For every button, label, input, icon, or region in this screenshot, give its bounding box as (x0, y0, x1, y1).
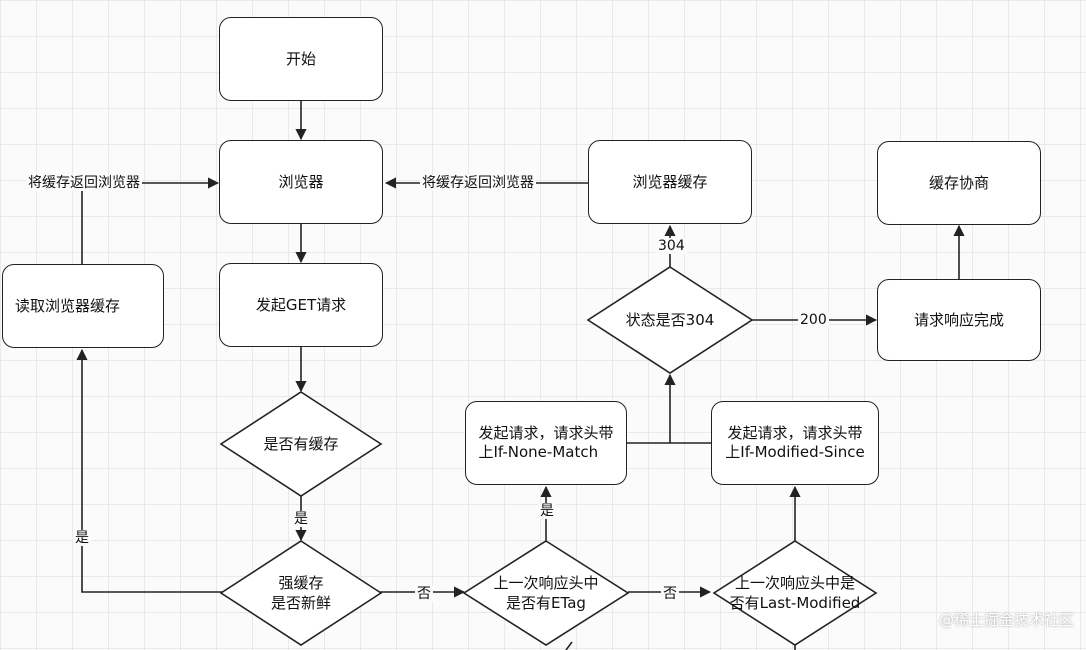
etag-line1: 上一次响应头中 (493, 574, 599, 592)
lastmod-line2: 否有Last-Modified (729, 594, 861, 612)
fresh-line2: 是否新鲜 (270, 594, 331, 612)
browser-label: 浏览器 (278, 172, 324, 191)
has-cache-diamond (219, 391, 383, 497)
req-if-modified-since-node: 发起请求，请求头带 上If-Modified-Since (711, 401, 879, 485)
has-cache-text: 是否有缓存 (221, 424, 381, 464)
status-304-label: 状态是否304 (625, 311, 715, 329)
fresh-text: 强缓存 是否新鲜 (221, 573, 381, 613)
edge-etag-bottom (565, 641, 573, 650)
negotiation-node: 缓存协商 (877, 141, 1041, 225)
lastmod-diamond (712, 540, 878, 646)
yes-fresh-label: 是 (73, 530, 91, 546)
req-if-modified-since-line2: 上If-Modified-Since (725, 443, 865, 461)
no-etag-label: 否 (661, 586, 679, 602)
status-304-diamond (586, 266, 754, 374)
return-cache-left-label: 将缓存返回浏览器 (26, 175, 142, 191)
request-done-node: 请求响应完成 (877, 279, 1041, 361)
read-cache-label: 读取浏览器缓存 (15, 296, 121, 315)
send-get-node: 发起GET请求 (219, 263, 383, 347)
req-if-none-match-line1: 发起请求，请求头带 (478, 424, 614, 442)
fresh-line1: 强缓存 (278, 574, 324, 592)
return-cache-mid-label: 将缓存返回浏览器 (420, 175, 536, 191)
edge-readcache-browser (81, 177, 220, 264)
browser-cache-label: 浏览器缓存 (632, 172, 708, 191)
has-cache-label: 是否有缓存 (263, 435, 339, 453)
req-if-none-match-line2: 上If-None-Match (478, 443, 599, 461)
code-200-label: 200 (798, 312, 829, 328)
req-if-modified-since-line1: 发起请求，请求头带 (727, 424, 863, 442)
browser-cache-node: 浏览器缓存 (588, 140, 752, 224)
code-304-label: 304 (656, 238, 687, 254)
send-get-label: 发起GET请求 (255, 295, 347, 314)
no-fresh-label: 否 (415, 586, 433, 602)
start-label: 开始 (285, 49, 316, 68)
etag-text: 上一次响应头中 是否有ETag (464, 573, 628, 613)
etag-line2: 是否有ETag (506, 594, 586, 612)
start-node: 开始 (219, 17, 383, 101)
req-if-none-match-node: 发起请求，请求头带 上If-None-Match (465, 401, 627, 485)
watermark: @稀土掘金技术社区 (938, 611, 1074, 629)
negotiation-label: 缓存协商 (928, 173, 989, 192)
yes-has-cache-label: 是 (292, 511, 310, 527)
status-304-text: 状态是否304 (588, 300, 752, 340)
etag-diamond (462, 540, 630, 646)
browser-node: 浏览器 (219, 140, 383, 224)
edge-fresh-readcache (76, 348, 222, 593)
read-cache-node: 读取浏览器缓存 (2, 264, 164, 348)
lastmod-line1: 上一次响应头中是 (734, 574, 855, 592)
fresh-diamond (219, 540, 383, 646)
lastmod-text: 上一次响应头中是 否有Last-Modified (714, 573, 876, 613)
yes-etag-label: 是 (538, 503, 556, 519)
request-done-label: 请求响应完成 (913, 310, 1004, 329)
